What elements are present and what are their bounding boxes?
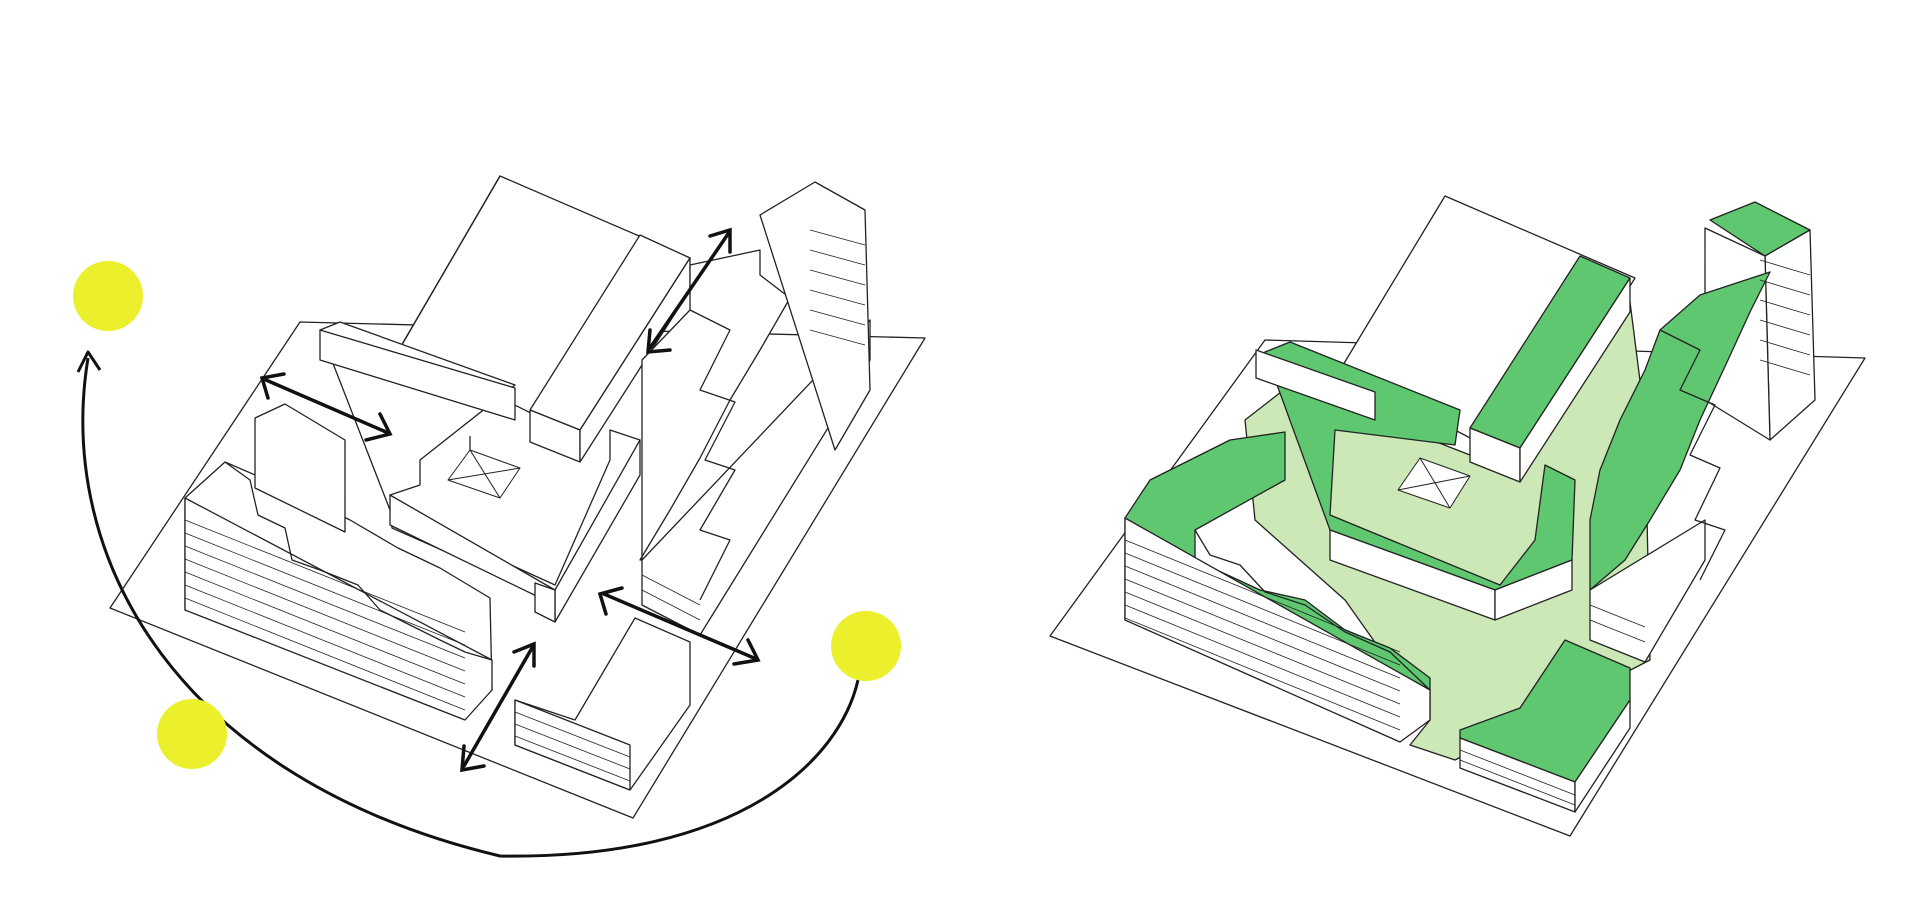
sun-icon (73, 261, 143, 331)
block-south-l (514, 617, 691, 791)
double-arrow-icon (646, 227, 732, 354)
block-south-l (1459, 639, 1631, 813)
double-arrow-icon (597, 586, 761, 666)
block-north-bar (1469, 255, 1631, 483)
double-arrow-icon (259, 372, 393, 442)
block-east-stepped (1589, 201, 1816, 663)
double-arrow-icon (460, 641, 536, 773)
skylight-icon (1397, 457, 1471, 509)
block-central-l (319, 321, 641, 623)
block-west-stepped (184, 403, 493, 721)
block-west-stepped (1124, 431, 1431, 743)
block-central-l (1255, 341, 1576, 621)
massing-right-panel (1049, 195, 1866, 837)
block-east-stepped (639, 181, 871, 636)
skylight-icon (447, 449, 521, 499)
sun-icon (831, 611, 901, 681)
sun-path-arc (81, 357, 860, 858)
sun-icon (157, 699, 227, 769)
massing-left-panel (76, 175, 926, 858)
connection-arrows (259, 227, 761, 773)
